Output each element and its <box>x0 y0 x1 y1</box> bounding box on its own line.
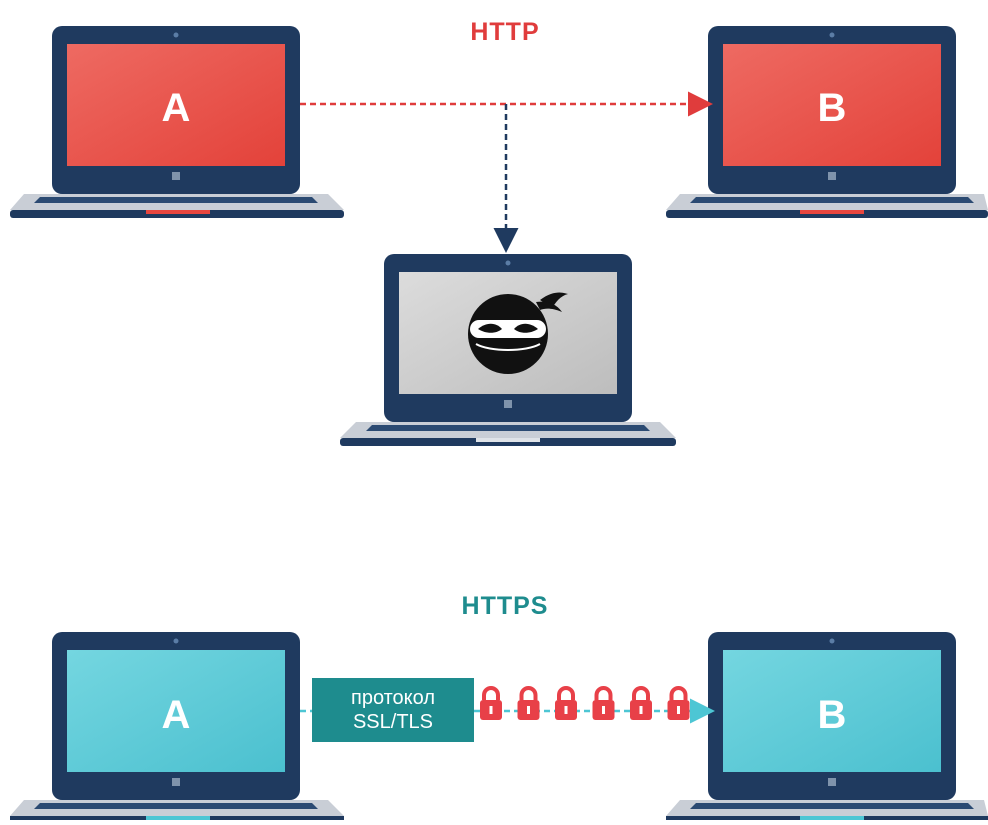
padlock-icon <box>667 686 690 720</box>
https-laptop-a: A <box>10 632 344 820</box>
https-laptop-b-label: B <box>818 693 847 737</box>
padlock-icon <box>480 686 502 720</box>
https-laptop-b-screen <box>723 650 941 772</box>
http-laptop-a: A <box>10 26 344 218</box>
protocol-label-line1: протокол <box>350 687 436 709</box>
protocol-box: протокол SSL/TLS <box>312 678 474 742</box>
protocol-label-line2: SSL/TLS <box>352 711 434 733</box>
http-laptop-a-label: A <box>162 86 191 130</box>
https-laptop-a-label: A <box>162 693 191 737</box>
https-laptop-b: B <box>666 632 988 820</box>
http-laptop-b-screen <box>723 44 941 166</box>
https-title: HTTPS <box>461 592 549 620</box>
encryption-locks <box>480 686 690 720</box>
http-laptop-b: B <box>666 26 988 218</box>
attacker-laptop <box>340 254 676 446</box>
padlock-icon <box>517 686 540 720</box>
ninja-icon <box>468 292 568 374</box>
padlock-icon <box>555 686 577 720</box>
http-laptop-a-screen <box>67 44 285 166</box>
http-laptop-b-label: B <box>818 86 847 130</box>
padlock-icon <box>630 686 652 720</box>
https-laptop-a-screen <box>67 650 285 772</box>
http-title: HTTP <box>470 18 540 46</box>
padlock-icon <box>592 686 615 720</box>
